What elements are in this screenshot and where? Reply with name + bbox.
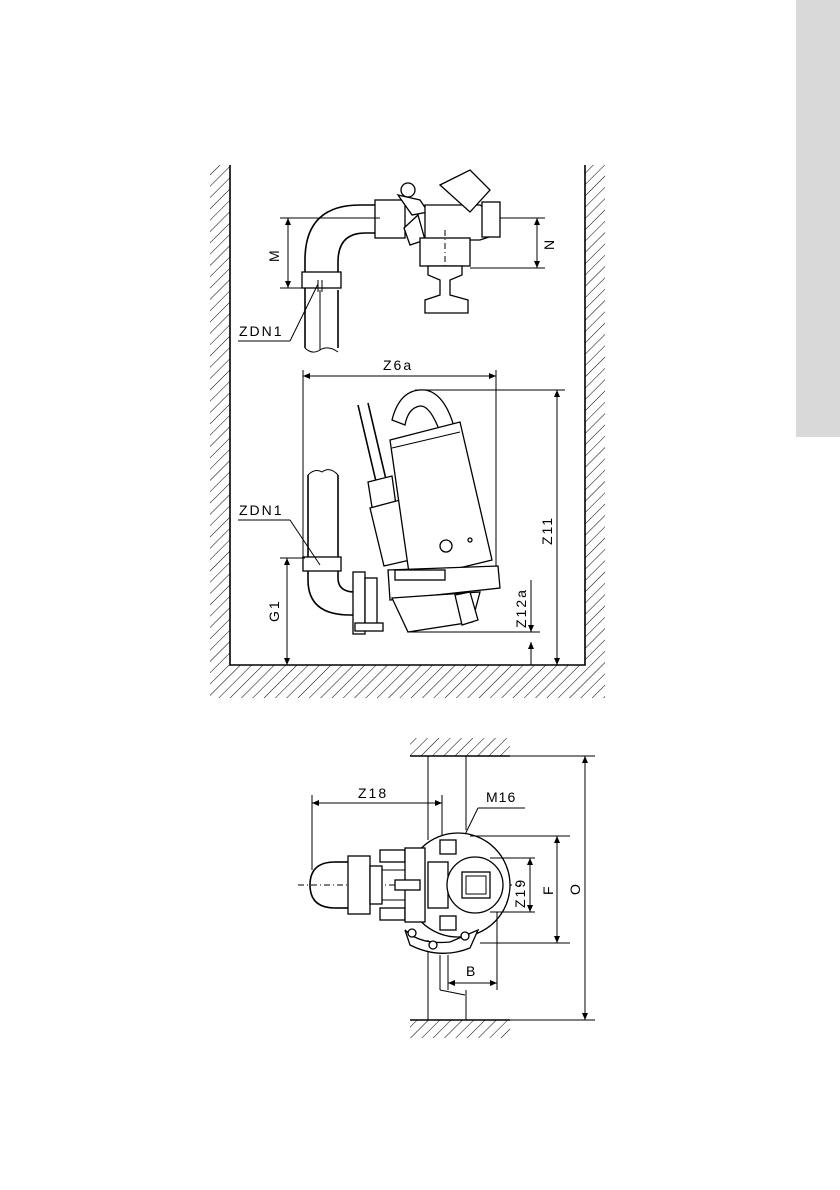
dimension-O: O <box>567 756 585 1020</box>
label-ZDN1-top: ZDN1 <box>239 323 284 339</box>
callout-ZDN1-top: ZDN1 <box>238 284 318 341</box>
label-ZDN1-mid: ZDN1 <box>239 502 284 518</box>
label-Z12a: Z12a <box>513 588 529 628</box>
dimension-F: F <box>540 836 557 943</box>
guide-coupling-valve <box>375 170 500 313</box>
label-Z19: Z19 <box>512 878 528 908</box>
label-Z11: Z11 <box>539 516 555 545</box>
label-Z18: Z18 <box>358 785 388 801</box>
label-F: F <box>540 884 556 895</box>
dimension-Z19: Z19 <box>512 858 530 912</box>
submersible-pump <box>358 390 500 632</box>
plan-pump <box>395 833 510 995</box>
label-G1: G1 <box>266 599 282 622</box>
label-M16: M16 <box>486 789 516 805</box>
label-O: O <box>567 882 583 895</box>
dimension-G1: G1 <box>266 558 305 665</box>
label-Z6a: Z6a <box>383 357 413 373</box>
label-B: B <box>466 963 477 979</box>
label-N: N <box>541 238 557 250</box>
label-M: M <box>266 248 282 262</box>
